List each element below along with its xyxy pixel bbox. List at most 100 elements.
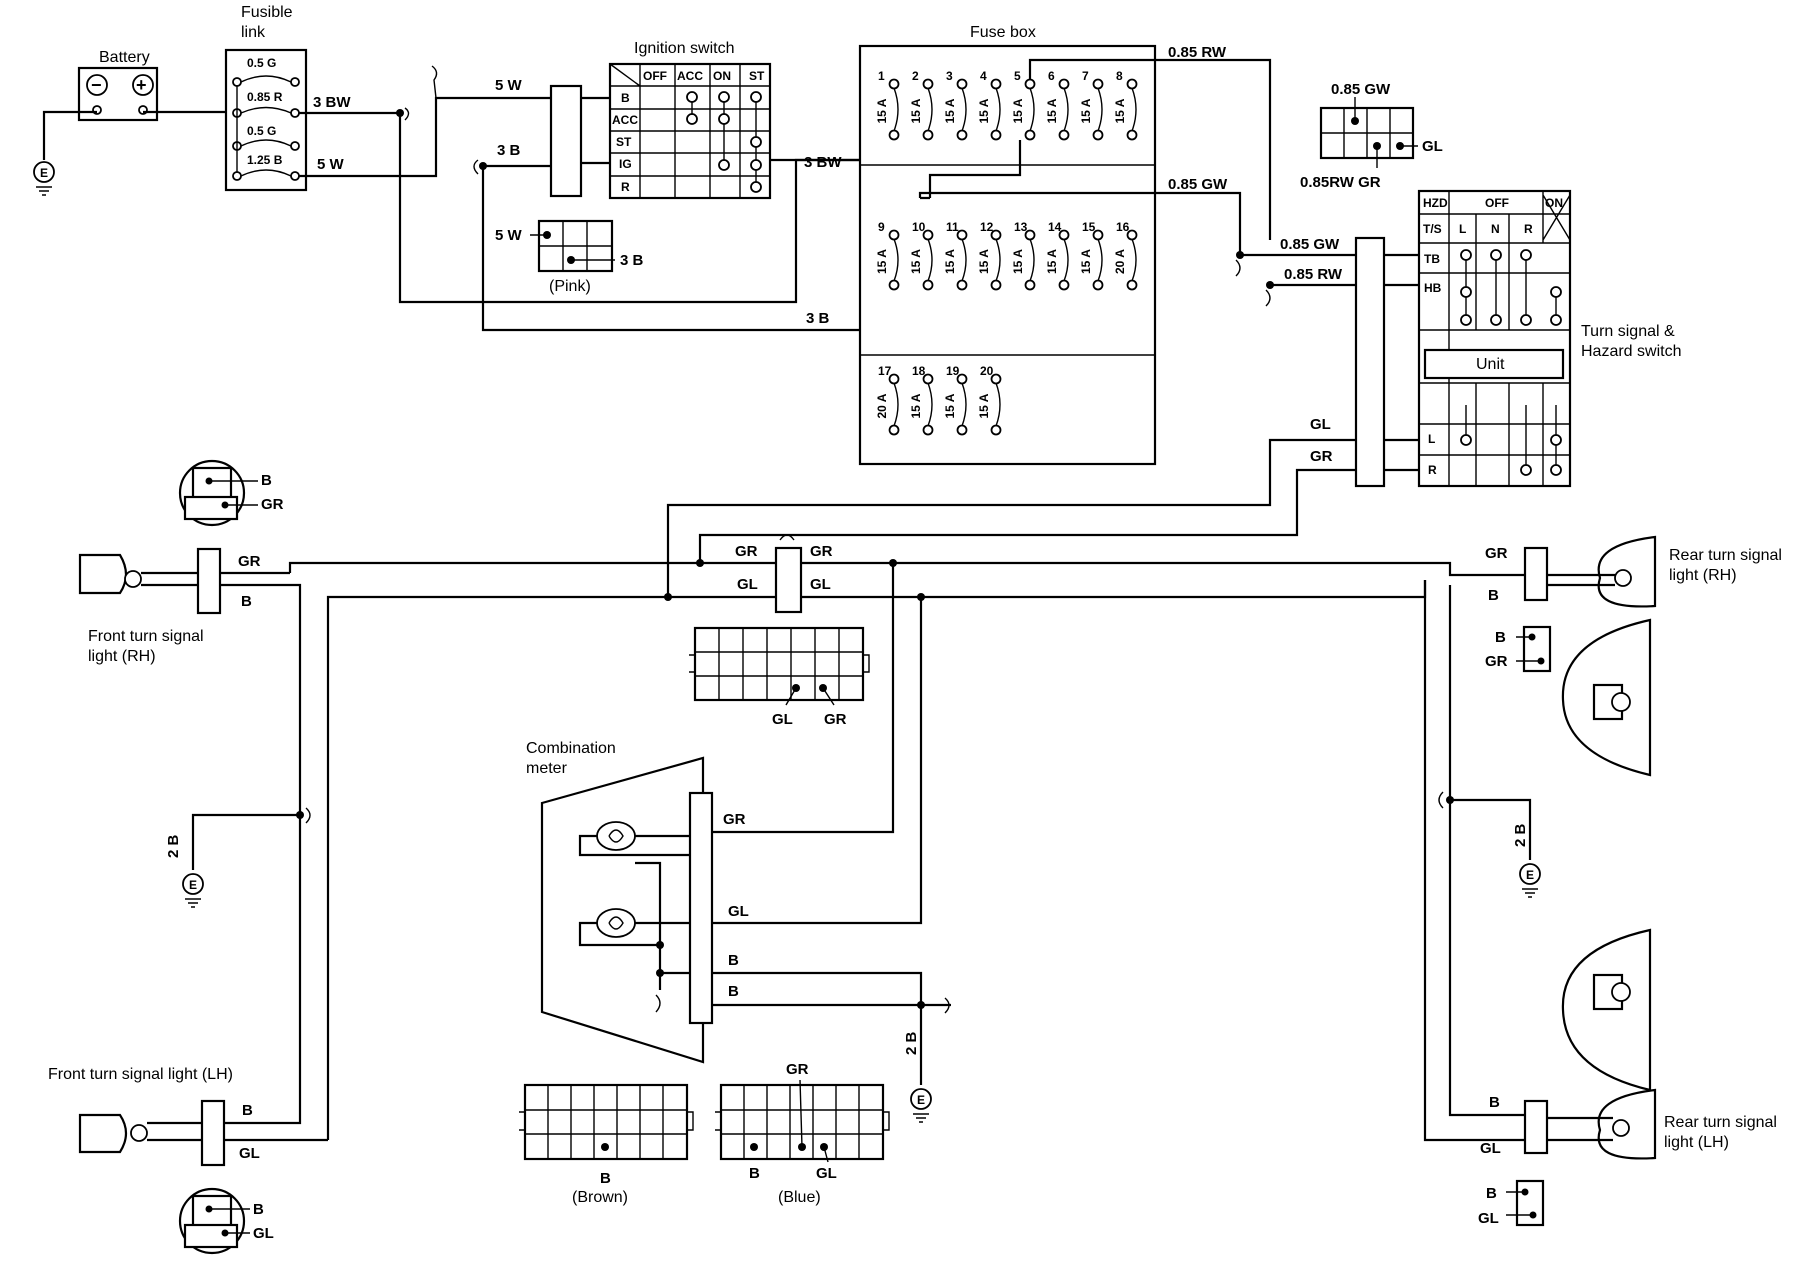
svg-text:B: B — [1486, 1185, 1497, 1202]
svg-text:B: B — [261, 472, 272, 489]
svg-text:0.85 GW: 0.85 GW — [1280, 236, 1340, 253]
svg-text:E: E — [40, 166, 48, 180]
svg-text:B: B — [1489, 1094, 1500, 1111]
fuse-terminal — [1092, 229, 1104, 241]
svg-text:B: B — [242, 1102, 253, 1119]
svg-text:0.85RW GR: 0.85RW GR — [1300, 174, 1381, 191]
turn-hazard-switch: HZD OFF ON T/S L N R TB HB L R Unit Turn… — [1354, 189, 1681, 488]
svg-text:ACC: ACC — [612, 113, 638, 127]
svg-text:Front turn signal: Front turn signal — [88, 628, 204, 645]
svg-text:GL: GL — [772, 711, 793, 728]
fuse-rating: 15 A — [1011, 98, 1025, 123]
ground-symbol-battery: E — [33, 161, 55, 196]
svg-text:TB: TB — [1424, 252, 1440, 266]
unit-label: Unit — [1476, 356, 1505, 373]
fuse-rating: 15 A — [977, 98, 991, 123]
fuse-element — [961, 382, 967, 427]
fuse-rating: 15 A — [1045, 98, 1059, 123]
harness-connector-mid — [774, 546, 803, 614]
battery-negative: − — [91, 75, 102, 95]
svg-text:GL: GL — [253, 1225, 274, 1242]
fuse-terminal — [1058, 129, 1070, 141]
fuse-terminal — [1058, 229, 1070, 241]
wire-3b-label: 3 B — [806, 310, 830, 327]
fuse-terminal — [922, 279, 934, 291]
battery: Battery − + — [77, 49, 159, 122]
fuse-number: 2 — [912, 69, 919, 83]
fusible-rating-1: 0.5 G — [247, 56, 276, 70]
svg-text:L: L — [1428, 432, 1435, 446]
fuse-element — [927, 87, 933, 132]
fuse-terminal — [1058, 78, 1070, 90]
fuse-element — [893, 382, 899, 427]
fuse-rating: 15 A — [1113, 98, 1127, 123]
fuse-rating: 15 A — [909, 249, 923, 274]
svg-text:R: R — [621, 180, 630, 194]
fuse-rating: 15 A — [1045, 249, 1059, 274]
fuse-terminal — [990, 373, 1002, 385]
svg-text:OFF: OFF — [1485, 196, 1509, 210]
ignition-switch-title: Ignition switch — [634, 40, 735, 57]
fuse-terminal — [888, 78, 900, 90]
svg-text:3 B: 3 B — [497, 142, 521, 159]
fuse-terminal — [1024, 279, 1036, 291]
fuse-terminal — [956, 78, 968, 90]
svg-text:IG: IG — [619, 157, 632, 171]
svg-text:E: E — [1526, 868, 1534, 882]
fuse-number: 8 — [1116, 69, 1123, 83]
svg-text:GR: GR — [261, 496, 284, 513]
battery-positive: + — [136, 75, 147, 95]
svg-text:HB: HB — [1424, 281, 1442, 295]
fuse-terminal — [990, 129, 1002, 141]
fuse-number: 18 — [912, 364, 926, 378]
fuse-rating: 15 A — [977, 393, 991, 418]
svg-text:link: link — [241, 24, 266, 41]
fuse-number: 5 — [1014, 69, 1021, 83]
svg-text:B: B — [749, 1165, 760, 1182]
svg-text:B: B — [728, 952, 739, 969]
fuse-terminal — [1092, 279, 1104, 291]
fuse-terminal — [1126, 279, 1138, 291]
fuse-terminal — [956, 129, 968, 141]
svg-text:ST: ST — [616, 135, 632, 149]
ignition-connector — [549, 84, 583, 198]
svg-text:0.85 GW: 0.85 GW — [1331, 81, 1391, 98]
svg-text:HZD: HZD — [1423, 196, 1448, 210]
fuse-element — [961, 87, 967, 132]
fuse-rating: 15 A — [1011, 249, 1025, 274]
hazard-connector — [1354, 236, 1386, 488]
fusible-rating-4: 1.25 B — [247, 153, 283, 167]
svg-text:L: L — [1459, 222, 1466, 236]
fuse-rating: 15 A — [875, 249, 889, 274]
front-turn-signal-rh: Front turn signal light (RH) — [78, 547, 222, 665]
wire-3bw-label-2: 3 BW — [804, 154, 842, 171]
fuse-box: Fuse box — [858, 24, 1157, 466]
svg-text:light (RH): light (RH) — [1669, 567, 1737, 584]
fuse-element — [995, 238, 1001, 282]
fuse-element — [995, 382, 1001, 427]
fuse-element — [1063, 87, 1069, 132]
fuse-element — [893, 238, 899, 282]
fuse-terminal — [990, 78, 1002, 90]
svg-text:GL: GL — [1478, 1210, 1499, 1227]
fuse-element — [1131, 238, 1137, 282]
ground-symbol-rear: E — [1519, 863, 1541, 898]
fuse-terminal — [1058, 279, 1070, 291]
fuse-terminal — [1126, 78, 1138, 90]
fuse-rating: 15 A — [943, 393, 957, 418]
svg-text:GR: GR — [786, 1061, 809, 1078]
svg-text:ON: ON — [713, 69, 731, 83]
fuse-rating: 15 A — [943, 98, 957, 123]
svg-text:GL: GL — [239, 1145, 260, 1162]
fuse-box-title: Fuse box — [970, 24, 1036, 41]
svg-text:GL: GL — [816, 1165, 837, 1182]
fuse-terminal — [1126, 129, 1138, 141]
svg-text:Fusible: Fusible — [241, 4, 293, 21]
fuse-number: 19 — [946, 364, 960, 378]
svg-text:B: B — [1488, 587, 1499, 604]
fuse-rating: 15 A — [909, 393, 923, 418]
svg-text:2 B: 2 B — [1512, 823, 1529, 847]
svg-text:2 B: 2 B — [903, 1031, 920, 1055]
svg-text:GL: GL — [728, 903, 749, 920]
